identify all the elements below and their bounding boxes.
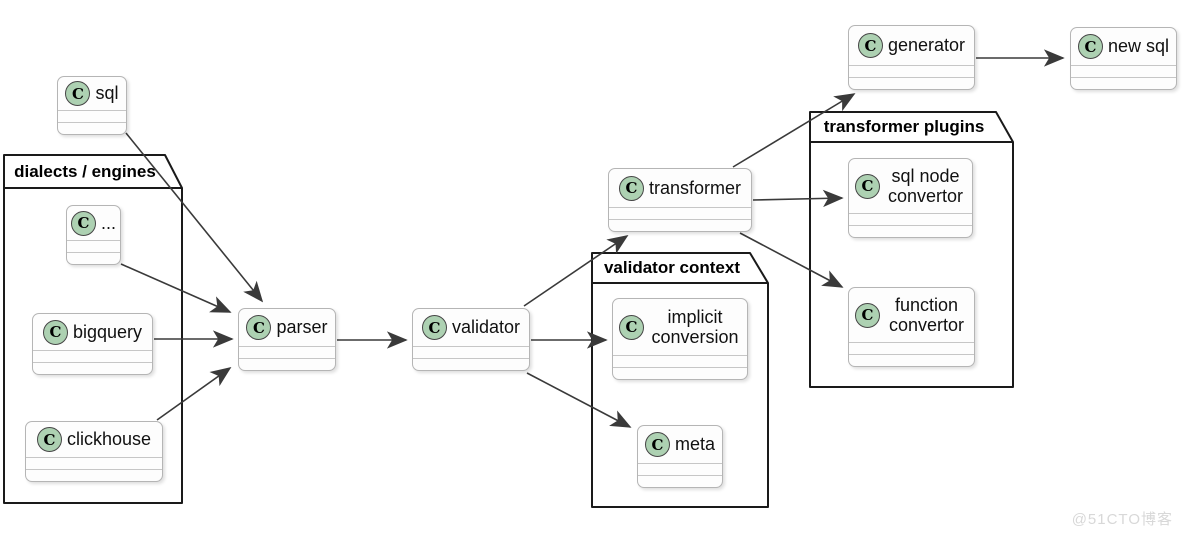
fields-compartment xyxy=(1071,65,1176,77)
class-stereotype-icon: C xyxy=(855,173,880,199)
class-label: validator xyxy=(451,317,521,338)
class-stereotype-icon: C xyxy=(857,33,883,58)
edge-validator-to-transformer xyxy=(523,235,629,307)
class-label: meta xyxy=(674,434,716,455)
methods-compartment xyxy=(67,252,120,264)
edge-sql-to-parser xyxy=(125,132,264,303)
fields-compartment xyxy=(33,350,152,362)
class-generator: C generator xyxy=(848,25,975,90)
class-label: bigquery xyxy=(72,321,143,342)
fields-compartment xyxy=(67,240,120,252)
class-implicit-conversion: C implicit conversion xyxy=(612,298,748,380)
class-generator-header: C generator xyxy=(849,26,974,65)
class-new-sql: C new sql xyxy=(1070,27,1177,90)
class-meta: C meta xyxy=(637,425,723,488)
fields-compartment xyxy=(26,457,162,469)
class-label: implicit conversion xyxy=(651,306,739,347)
package-title-dialects-engines: dialects / engines xyxy=(14,161,156,181)
class-sql: C sql xyxy=(57,76,127,135)
methods-compartment xyxy=(1071,77,1176,89)
class-transformer-header: C transformer xyxy=(609,169,751,207)
class-label: sql xyxy=(95,83,119,104)
package-title-transformer-plugins: transformer plugins xyxy=(823,117,985,136)
class-dots-header: C ... xyxy=(67,206,120,240)
class-meta-header: C meta xyxy=(638,426,722,463)
fields-compartment xyxy=(58,110,126,122)
fields-compartment xyxy=(849,65,974,77)
class-stereotype-icon: C xyxy=(421,315,447,340)
methods-compartment xyxy=(609,219,751,231)
class-stereotype-icon: C xyxy=(42,319,68,345)
class-transformer: C transformer xyxy=(608,168,752,232)
class-parser-header: C parser xyxy=(239,309,335,346)
class-sql-header: C sql xyxy=(58,77,126,110)
fields-compartment xyxy=(638,463,722,475)
methods-compartment xyxy=(849,77,974,89)
methods-compartment xyxy=(26,469,162,481)
class-stereotype-icon: C xyxy=(1077,34,1103,59)
methods-compartment xyxy=(58,122,126,134)
methods-compartment xyxy=(239,358,335,370)
class-stereotype-icon: C xyxy=(644,432,670,457)
class-bigquery: C bigquery xyxy=(32,313,153,375)
fields-compartment xyxy=(849,342,974,354)
class-implicit-conversion-header: C implicit conversion xyxy=(613,299,747,355)
class-stereotype-icon: C xyxy=(618,175,644,201)
edge-dots-to-parser xyxy=(120,263,232,313)
class-clickhouse: C clickhouse xyxy=(25,421,163,482)
class-stereotype-icon: C xyxy=(36,427,62,452)
class-label: clickhouse xyxy=(66,429,152,450)
fields-compartment xyxy=(609,207,751,219)
class-parser: C parser xyxy=(238,308,336,371)
fields-compartment xyxy=(613,355,747,367)
class-sql-node-convertor: C sql node convertor xyxy=(848,158,973,238)
class-validator: C validator xyxy=(412,308,530,371)
class-new-sql-header: C new sql xyxy=(1071,28,1176,65)
watermark: @51CTO博客 xyxy=(1071,511,1173,528)
methods-compartment xyxy=(849,225,972,237)
package-title-validator-context: validator context xyxy=(603,258,741,277)
class-validator-header: C validator xyxy=(413,309,529,346)
class-label: generator xyxy=(887,35,966,56)
class-function-convertor: C function convertor xyxy=(848,287,975,367)
class-clickhouse-header: C clickhouse xyxy=(26,422,162,457)
class-stereotype-icon: C xyxy=(619,314,644,340)
methods-compartment xyxy=(638,475,722,487)
fields-compartment xyxy=(849,213,972,225)
edge-transformer-to-sql-node-convertor xyxy=(752,189,844,208)
methods-compartment xyxy=(849,354,974,366)
class-label: transformer xyxy=(648,177,742,198)
methods-compartment xyxy=(413,358,529,370)
class-stereotype-icon: C xyxy=(246,315,272,340)
class-stereotype-icon: C xyxy=(71,210,96,236)
methods-compartment xyxy=(33,362,152,374)
methods-compartment xyxy=(613,367,747,379)
edge-clickhouse-to-parser xyxy=(156,366,232,421)
class-label: function convertor xyxy=(888,294,965,335)
fields-compartment xyxy=(413,346,529,358)
class-stereotype-icon: C xyxy=(855,302,880,328)
class-label: new sql xyxy=(1107,36,1170,57)
fields-compartment xyxy=(239,346,335,358)
class-label: parser xyxy=(276,317,328,338)
edge-transformer-to-generator xyxy=(732,93,856,168)
class-label: sql node convertor xyxy=(887,165,964,206)
class-dots: C ... xyxy=(66,205,121,265)
class-bigquery-header: C bigquery xyxy=(33,314,152,350)
edge-transformer-to-function-convertor xyxy=(739,232,844,288)
class-stereotype-icon: C xyxy=(65,81,91,106)
class-sql-node-convertor-header: C sql node convertor xyxy=(849,159,972,213)
class-label: ... xyxy=(101,212,117,233)
class-function-convertor-header: C function convertor xyxy=(849,288,974,342)
edge-validator-to-meta xyxy=(526,372,632,428)
